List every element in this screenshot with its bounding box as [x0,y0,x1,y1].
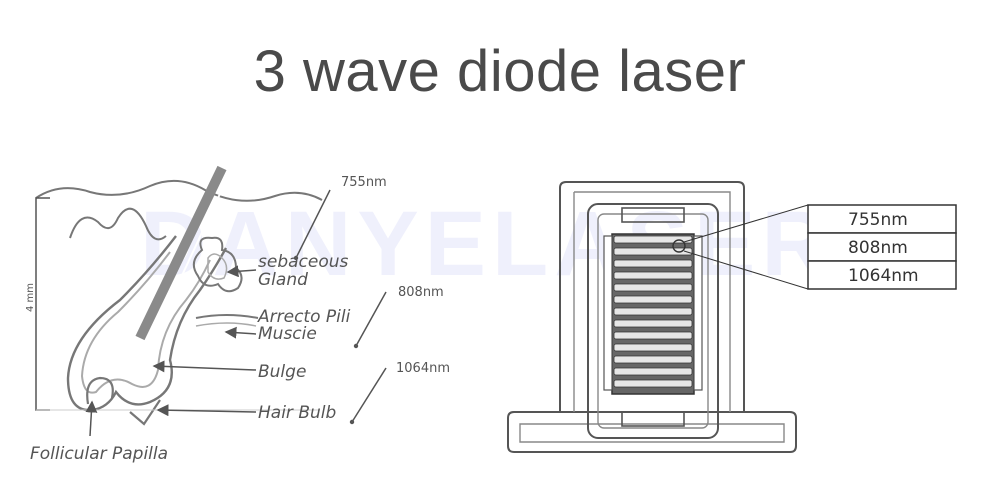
hair-bulb-bracket [129,399,161,426]
diode-bar [613,259,693,268]
wavelength-row [807,204,957,234]
label-hair-bulb: Hair Bulb [258,403,336,423]
wavelength-row-label: 1064nm [848,266,919,286]
handpiece-diagram [507,181,797,453]
arrow-gland [226,265,257,278]
label-arrecto-pili: Arrecto Pili [257,307,351,327]
label-follicular-papilla: Follicular Papilla [30,444,168,464]
diode-bar [613,319,693,328]
diode-bar [613,379,693,388]
wavelength-755-line [295,189,331,259]
window-top-tab [621,207,685,223]
diode-bar [613,355,693,364]
follicle-inner [80,251,211,394]
diode-bar [613,247,693,256]
arrow-muscle [224,326,257,339]
diode-bar [613,307,693,316]
wavelength-808-label: 808nm [398,285,444,300]
arrector-pili-muscle [195,314,259,319]
diode-bar [613,343,693,352]
arrow-bulge [152,360,257,373]
diode-bar [613,271,693,280]
leader-line-bottom [683,250,809,290]
handpiece-housing [559,181,745,413]
wavelength-row-label: 808nm [848,238,908,258]
handpiece-window-frame [587,203,719,439]
label-bulge: Bulge [258,362,306,382]
arrow-hair-bulb [156,404,257,417]
watermark: DANYELASER [140,193,834,295]
leader-line-top [683,204,809,243]
wavelength-755-label: 755nm [341,175,387,190]
skin-surface [35,179,323,202]
wavelength-1064-label: 1064nm [396,361,450,376]
wavelength-row-label: 755nm [848,210,908,230]
diode-bar [613,295,693,304]
label-muscie: Muscie [258,324,317,344]
page-title: 3 wave diode laser [253,39,747,104]
follicle-outer [66,235,228,412]
depth-scale [35,197,50,411]
diode-bar [613,367,693,376]
wavelength-table: 755nm 808nm 1064nm [807,204,957,290]
depth-scale-label: 4 mm [25,283,36,312]
diode-bar [613,331,693,340]
wavelength-row [807,260,957,290]
magnifier-circle [672,239,686,253]
label-sebaceous: sebaceous [258,252,349,272]
arrow-papilla [85,400,98,437]
window-bottom-tab [621,411,685,427]
diode-stack [603,233,703,395]
handpiece-base [507,411,797,453]
sebaceous-gland [192,236,243,293]
wavelength-1064-line [351,367,387,423]
diode-bar [613,283,693,292]
hair-shaft [135,165,227,341]
wavelength-808-line [355,291,387,347]
hair-follicle-diagram [35,165,323,426]
label-gland: Gland [258,270,308,290]
papilla [86,376,114,405]
dermal-wave [69,207,167,241]
